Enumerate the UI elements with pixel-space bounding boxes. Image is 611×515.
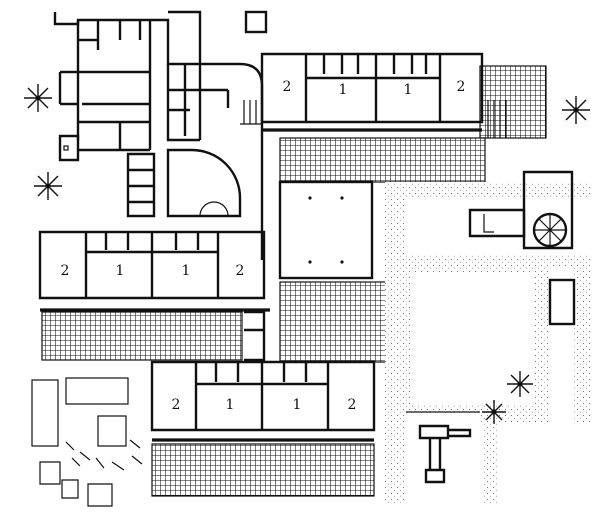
- room-label: 2: [283, 79, 292, 95]
- west-wing: [38, 230, 270, 362]
- admin-block: [53, 10, 268, 162]
- court-west: [41, 311, 243, 361]
- room-label: 1: [116, 263, 125, 279]
- southwest-play-area: [31, 377, 143, 507]
- room-label: 1: [226, 397, 235, 413]
- room-label: 1: [293, 397, 302, 413]
- admin-stair: [240, 100, 262, 125]
- shed: [548, 278, 576, 326]
- room-labels: 2 1 1 2 2 1 1 2 2 1 1 2: [61, 79, 466, 413]
- walkway-east-mid: [406, 255, 590, 268]
- west-wing-outline: [38, 230, 266, 300]
- south-wing-outline: [150, 360, 376, 432]
- room-label: 2: [457, 79, 466, 95]
- assembly-hall: [278, 180, 374, 280]
- north-wing-partitions: [304, 54, 442, 122]
- admin-outbuilding: [58, 134, 80, 162]
- walkway-right-edge: [572, 268, 590, 424]
- hall-column: [308, 196, 312, 200]
- central-lobby: [126, 120, 374, 280]
- room-label: 2: [236, 263, 245, 279]
- walkway-east-north: [385, 182, 590, 505]
- south-wing-wardrobes: [196, 362, 328, 386]
- lobby-door-arc: [199, 201, 229, 217]
- room-label: 1: [182, 263, 191, 279]
- lobby-quarter-room: [166, 148, 242, 218]
- tree-icon: [482, 400, 506, 424]
- room-label: 2: [172, 397, 181, 413]
- bench-b: [65, 377, 129, 405]
- room-label: 2: [348, 397, 357, 413]
- west-wing-partitions: [84, 232, 220, 298]
- north-wing-wardrobes: [306, 54, 440, 80]
- pavilion-annex: [468, 208, 526, 238]
- sandbox: [97, 415, 127, 447]
- play-blocks: [39, 461, 113, 507]
- court-central: [279, 281, 389, 363]
- admin-kiosk: [244, 10, 268, 34]
- walkway-south: [482, 424, 498, 505]
- wheel-icon: [532, 212, 568, 248]
- west-wing-annex: [244, 310, 266, 362]
- lobby-locker: [126, 152, 156, 218]
- hall-column: [340, 196, 344, 200]
- admin-wall-inner-d: [166, 64, 202, 142]
- admin-wall-inner-b: [58, 50, 152, 150]
- tree-icon: [24, 84, 52, 112]
- court-central-north: [279, 137, 486, 183]
- bench-a: [31, 379, 59, 447]
- tree-icon: [34, 172, 62, 200]
- hall-column: [308, 260, 312, 264]
- walkway-southeast: [480, 412, 548, 424]
- north-wing-stair: [487, 100, 507, 138]
- room-label: 1: [339, 82, 348, 98]
- garden-pergola: [418, 424, 472, 484]
- east-pavilion: [468, 170, 576, 326]
- admin-wall-inner-a: [76, 20, 152, 140]
- room-label: 1: [404, 82, 413, 98]
- west-wing-wardrobes: [86, 232, 218, 254]
- court-northeast: [479, 65, 547, 139]
- room-label: 2: [61, 263, 70, 279]
- pavilion-annex-detail: [483, 214, 494, 233]
- admin-wall-top: [53, 10, 202, 66]
- tiled-courts: [41, 65, 547, 497]
- hall-column: [340, 260, 344, 264]
- north-wing: [260, 52, 507, 138]
- north-wing-outline: [260, 52, 484, 124]
- stepping-stones: [65, 439, 143, 471]
- tree-icon: [507, 371, 533, 397]
- admin-marker: [63, 145, 69, 151]
- admin-wall-hall: [200, 62, 264, 120]
- south-wing: [150, 360, 376, 442]
- court-south: [151, 443, 375, 497]
- tree-icon: [562, 96, 590, 124]
- admin-wall-inner-c: [78, 120, 150, 152]
- garden-structure: [406, 411, 480, 484]
- south-wing-partitions: [194, 362, 330, 430]
